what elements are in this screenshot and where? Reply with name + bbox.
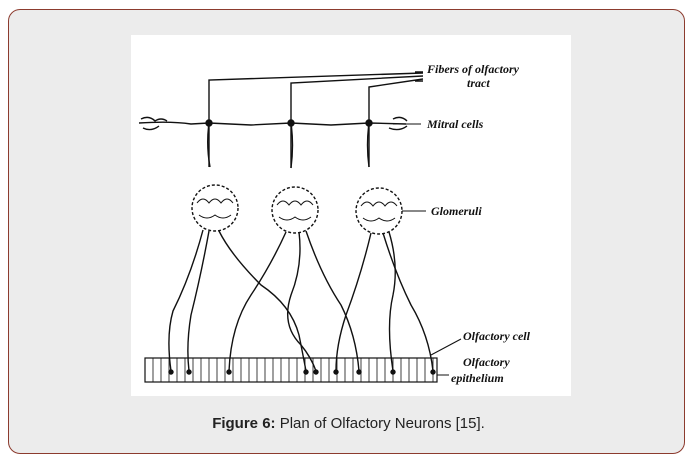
- mitral-cell-layer: [139, 117, 407, 168]
- glomeruli: [192, 185, 402, 234]
- label-fibers-line2: tract: [467, 76, 490, 90]
- label-mitral-cells: Mitral cells: [426, 117, 484, 131]
- label-epithelium-line1: Olfactory: [463, 355, 510, 369]
- caption-text: Plan of Olfactory Neurons [15].: [276, 415, 485, 432]
- label-fibers-line1: Fibers of olfactory: [426, 62, 520, 76]
- leader-lines: [393, 124, 461, 375]
- olfactory-tract-fibers: [209, 72, 423, 168]
- receptor-axons: [169, 230, 433, 371]
- figure-caption: Figure 6: Plan of Olfactory Neurons [15]…: [0, 415, 697, 432]
- label-olfactory-cell: Olfactory cell: [463, 329, 531, 343]
- caption-label: Figure 6:: [212, 415, 275, 432]
- label-glomeruli: Glomeruli: [431, 204, 482, 218]
- label-epithelium-line2: epithelium: [451, 371, 504, 385]
- olfactory-neuron-diagram: Fibers of olfactory tract Mitral cells G…: [131, 35, 571, 396]
